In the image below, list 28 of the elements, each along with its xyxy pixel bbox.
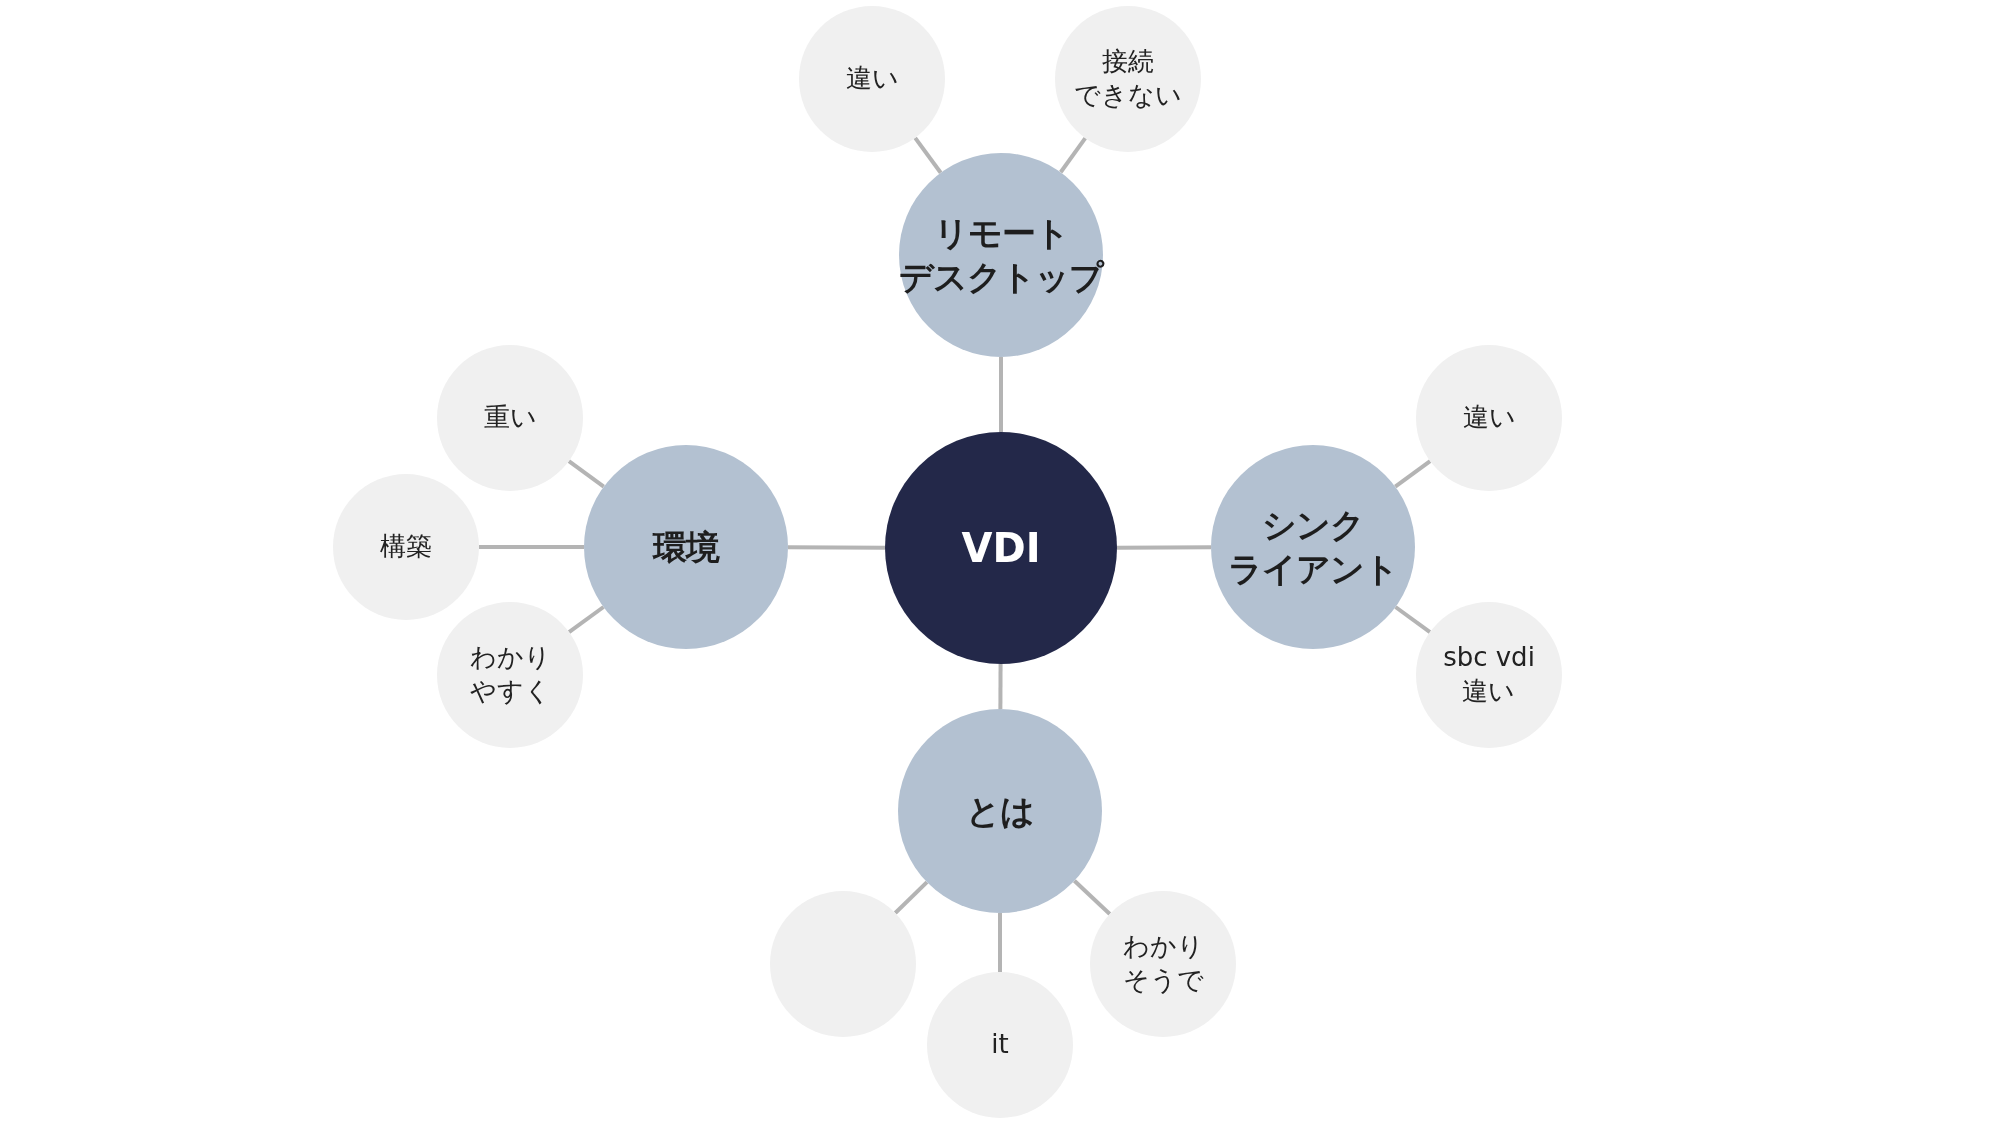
connector-line [998,664,1003,709]
node-label: シンクライアント [1228,503,1398,591]
node-label: 違い [845,62,899,96]
node-label: リモートデスクトップ [899,211,1103,299]
connector-line [1059,137,1087,174]
node-label: 構築 [380,530,432,564]
node-label: sbc vdi 違い [1443,641,1535,708]
connector-line [1117,545,1211,550]
connector-line [999,357,1003,432]
node-label: とは [966,789,1034,833]
node-label: 接続できない [1074,45,1182,112]
node-label: 環境 [653,525,719,569]
connector-line [788,545,885,550]
node-label: 重い [483,401,537,435]
connector-line [567,459,605,489]
node-label: わかりそうで [1122,930,1204,997]
node-label: わかりやすく [469,641,551,708]
connector-line [1073,879,1112,916]
node-label: VDI [961,525,1041,571]
connector-line [913,136,943,174]
node-label: 違い [1462,401,1516,435]
connector-line [1394,605,1432,634]
connector-line [567,605,605,634]
node-label: it [991,1028,1009,1062]
connector-line [998,913,1002,972]
connector-line [893,880,929,915]
connector-line [1394,459,1432,489]
connector-line [479,545,584,549]
